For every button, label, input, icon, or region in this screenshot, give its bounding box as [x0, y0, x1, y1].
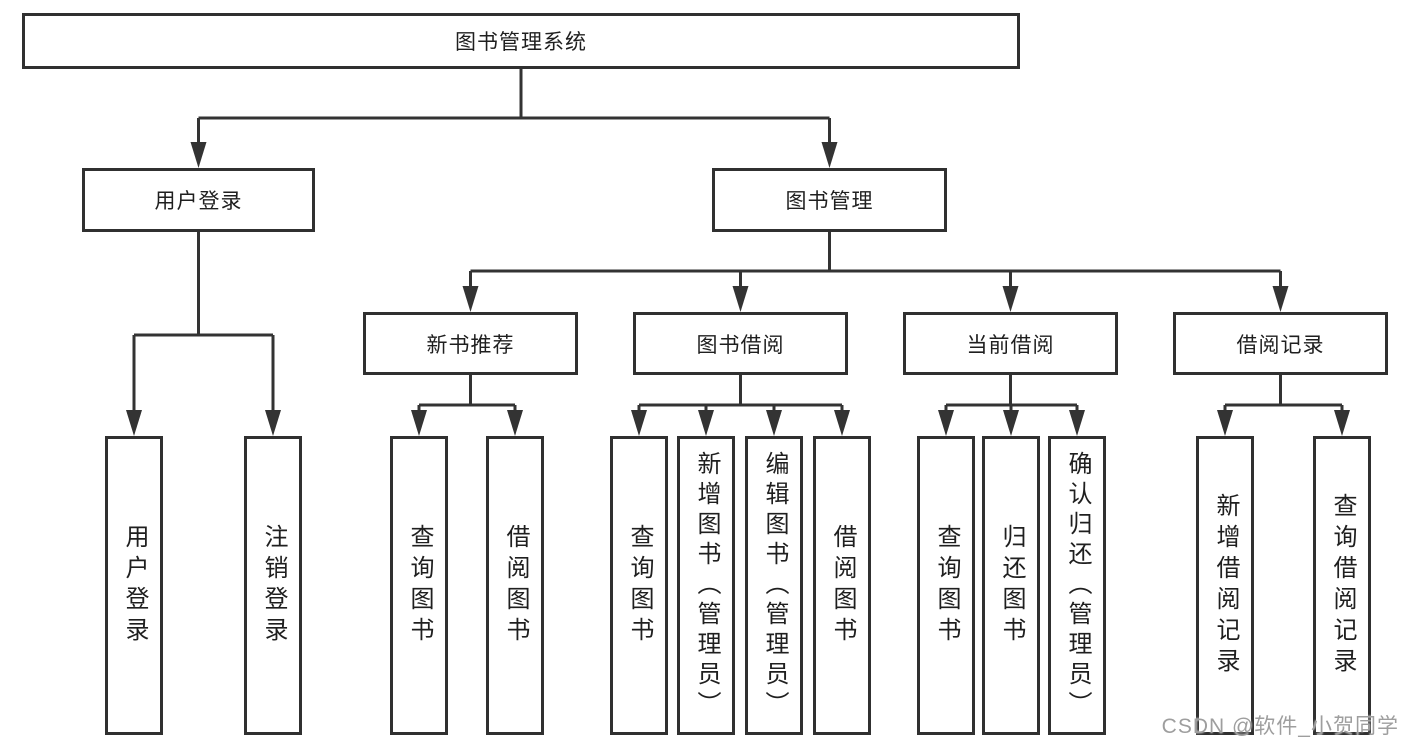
leaf-borrow-edit-books-admin: 编辑图书（管理员） — [745, 436, 803, 735]
leaf-borrow-add-books-admin-label: 新增图书（管理员） — [693, 450, 720, 721]
node-book-management: 图书管理 — [712, 168, 947, 232]
node-book-borrow: 图书借阅 — [633, 312, 848, 375]
node-current-borrow: 当前借阅 — [903, 312, 1118, 375]
leaf-borrow-edit-books-admin-label: 编辑图书（管理员） — [761, 450, 788, 721]
leaf-current-return-books: 归还图书 — [982, 436, 1040, 735]
node-user-login: 用户登录 — [82, 168, 315, 232]
leaf-borrow-query-books: 查询图书 — [610, 436, 668, 735]
leaf-logout: 注销登录 — [244, 436, 302, 735]
leaf-borrow-borrow-books: 借阅图书 — [813, 436, 871, 735]
leaf-current-query-books: 查询图书 — [917, 436, 975, 735]
leaf-recommend-borrow-books-label: 借阅图书 — [502, 523, 529, 648]
leaf-recommend-borrow-books: 借阅图书 — [486, 436, 544, 735]
leaf-current-query-books-label: 查询图书 — [933, 523, 960, 648]
node-new-book-recommend: 新书推荐 — [363, 312, 578, 375]
node-user-login-label: 用户登录 — [154, 190, 243, 213]
node-current-borrow-label: 当前借阅 — [966, 333, 1055, 357]
leaf-records-query-record: 查询借阅记录 — [1313, 436, 1371, 735]
leaf-current-confirm-return-admin: 确认归还（管理员） — [1048, 436, 1106, 735]
leaf-records-query-record-label: 查询借阅记录 — [1329, 492, 1356, 679]
node-root-system: 图书管理系统 — [22, 13, 1020, 69]
node-book-borrow-label: 图书借阅 — [696, 333, 785, 357]
leaf-logout-label: 注销登录 — [260, 523, 287, 648]
leaf-records-add-record: 新增借阅记录 — [1196, 436, 1254, 735]
node-new-book-recommend-label: 新书推荐 — [426, 333, 515, 357]
leaf-records-add-record-label: 新增借阅记录 — [1212, 492, 1239, 679]
leaf-borrow-borrow-books-label: 借阅图书 — [829, 523, 856, 648]
node-root-label: 图书管理系统 — [455, 31, 587, 54]
leaf-borrow-query-books-label: 查询图书 — [626, 523, 653, 648]
leaf-current-return-books-label: 归还图书 — [998, 523, 1025, 648]
node-borrow-records: 借阅记录 — [1173, 312, 1388, 375]
leaf-recommend-query-books-label: 查询图书 — [406, 523, 433, 648]
leaf-borrow-add-books-admin: 新增图书（管理员） — [677, 436, 735, 735]
leaf-recommend-query-books: 查询图书 — [390, 436, 448, 735]
node-borrow-records-label: 借阅记录 — [1236, 333, 1325, 357]
leaf-current-confirm-return-admin-label: 确认归还（管理员） — [1064, 450, 1091, 721]
node-book-management-label: 图书管理 — [785, 190, 874, 213]
leaf-user-login: 用户登录 — [105, 436, 163, 735]
leaf-user-login-label: 用户登录 — [121, 523, 148, 648]
